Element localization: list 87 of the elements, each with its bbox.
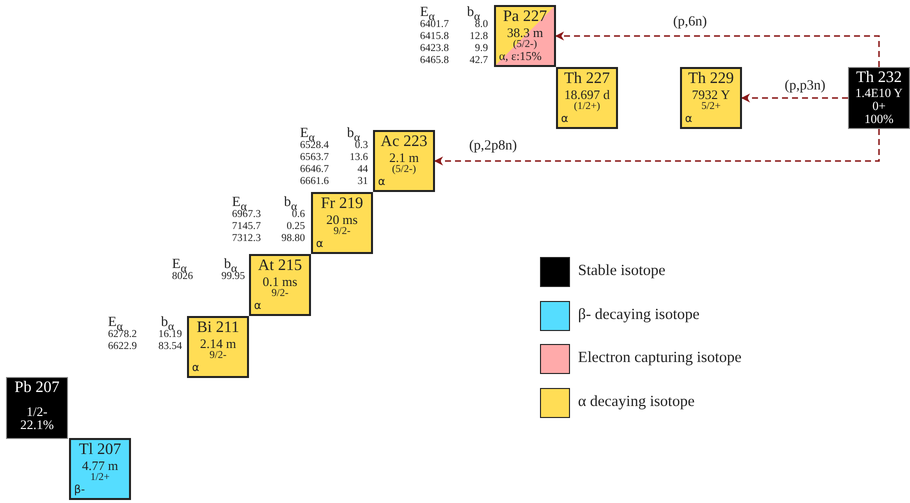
spin-parity: (5/2-): [513, 39, 537, 50]
energy-value: 6661.6: [300, 177, 329, 188]
half-life: 4.77 m: [82, 458, 118, 472]
decay-mode: α: [192, 362, 200, 374]
legend-text: Stable isotope: [578, 262, 666, 280]
isotope-box: [249, 254, 311, 316]
branching-value: 44: [358, 165, 368, 176]
isotope-name: Fr 219: [320, 196, 364, 213]
legend-text: Electron capturing isotope: [578, 349, 742, 367]
energy-value: 6278.2: [108, 330, 137, 340]
energy-value: 8026: [172, 272, 193, 282]
abundance: 100%: [864, 113, 894, 126]
spin-parity: (1/2+): [574, 101, 600, 112]
half-life: 1.4E10 Y: [855, 86, 903, 100]
isotope-name: At 215: [258, 258, 302, 275]
isotope-box: [69, 438, 131, 500]
isotope-box: [6, 377, 68, 439]
branching-value: 83.54: [158, 342, 182, 352]
isotope-box: [494, 5, 556, 67]
spin-parity: 9/2-: [272, 288, 288, 300]
branching-value: 8.0: [474, 20, 488, 30]
half-life: 38.3 m: [506, 26, 544, 40]
isotope-name: Ac 223: [380, 134, 428, 151]
spin-parity: 0+: [872, 100, 886, 114]
spin-parity: 1/2-: [26, 404, 48, 418]
branching-value: 9.9: [474, 44, 488, 54]
spin-parity: 5/2+: [701, 101, 721, 112]
isotope-name: Th 227: [564, 71, 610, 88]
decay-mode: α: [254, 300, 262, 312]
branching-value: 13.6: [350, 153, 368, 164]
isotope-box: [187, 316, 249, 378]
isotope-name: Bi 211: [196, 320, 240, 337]
decay-mode: β-: [74, 484, 85, 496]
half-life: 18.697 d: [564, 88, 610, 102]
energy-value: 6646.7: [300, 165, 329, 176]
isotope-box: [311, 192, 373, 254]
spin-parity: 9/2-: [334, 226, 350, 238]
energy-value: 6465.8: [420, 56, 449, 66]
energy-value: 7312.3: [232, 234, 261, 244]
energy-value: 6423.8: [420, 44, 449, 54]
isotope-box: [373, 130, 435, 192]
decay-mode: α: [685, 113, 692, 125]
half-life: 2.14 m: [200, 336, 236, 350]
edge-label: (p,p3n): [782, 78, 828, 94]
half-life: 2.1 m: [389, 150, 419, 164]
legend-text: β- decaying isotope: [578, 306, 700, 324]
half-life: 7932 Y: [692, 88, 730, 102]
energy-value: 6415.8: [420, 32, 449, 42]
energy-value: 7145.7: [232, 222, 261, 232]
branching-value: 98.80: [281, 234, 305, 244]
branching-value: 99.95: [221, 272, 245, 282]
branching-value: 42.7: [470, 56, 488, 66]
abundance: 22.1%: [20, 418, 54, 432]
arrow: [555, 32, 880, 67]
spin-parity: (5/2-): [392, 164, 416, 176]
branching-value: 0.6: [292, 210, 305, 220]
isotope-name: Pa 227: [503, 9, 547, 26]
branching-value: 0.3: [354, 141, 368, 152]
arrow: [741, 94, 848, 102]
isotope-name: Pb 207: [14, 380, 60, 397]
isotope-box: [556, 67, 618, 129]
decay-mode: α: [378, 176, 386, 188]
energy-value: 6401.7: [420, 20, 449, 30]
energy-value: 6563.7: [300, 153, 329, 164]
decay-mode: α, ε:15%: [499, 50, 542, 63]
edge-label: (p,2p8n): [467, 138, 519, 154]
half-life: 20 ms: [326, 212, 358, 226]
half-life: 0.1 ms: [262, 274, 298, 288]
decay-mode: α: [561, 113, 568, 125]
branching-value: 31: [358, 177, 368, 188]
isotope-box: [680, 67, 742, 129]
branching-value: 0.25: [286, 222, 305, 232]
energy-value: 6967.3: [232, 210, 261, 220]
branching-value: 12.8: [470, 32, 488, 42]
decay-mode: α: [316, 238, 324, 250]
edge-label: (p,6n): [671, 14, 709, 30]
isotope-name: Th 229: [688, 71, 734, 88]
arrow: [434, 129, 880, 166]
branching-value: 16.19: [158, 330, 182, 340]
spin-parity: 9/2-: [210, 350, 226, 362]
energy-value: 6622.9: [108, 342, 137, 352]
isotope-box: [848, 67, 910, 129]
isotope-name: Th 232: [856, 70, 902, 87]
legend-text: α decaying isotope: [578, 392, 695, 410]
spin-parity: 1/2+: [90, 472, 110, 484]
energy-value: 6528.4: [300, 141, 329, 152]
isotope-name: Tl 207: [78, 442, 122, 459]
